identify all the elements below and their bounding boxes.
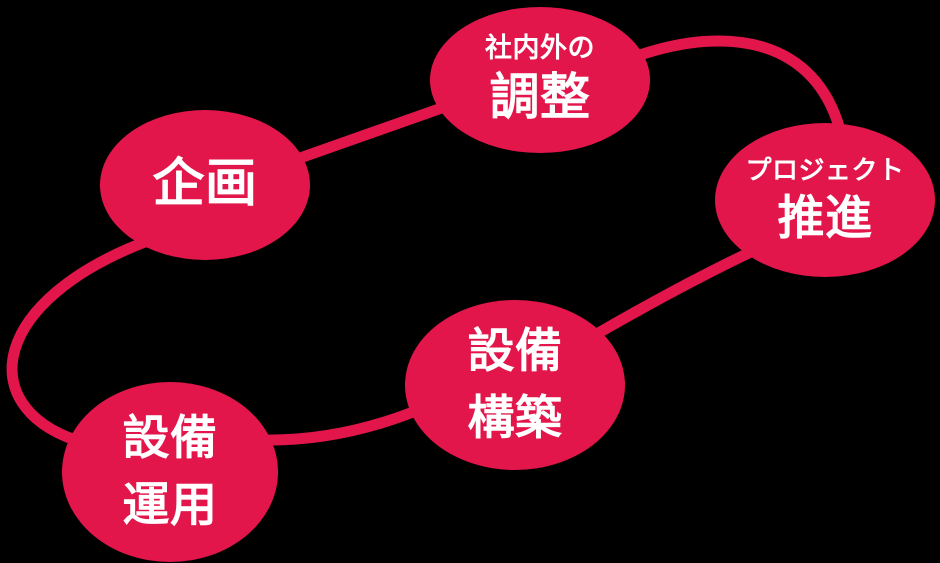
node-facility-operation-label-line1: 設備	[122, 411, 218, 465]
node-facility-construction-label-line1: 設備	[467, 324, 563, 378]
edge-coordination-to-project-promotion	[634, 35, 846, 136]
node-facility-construction: 設備 構築	[405, 300, 625, 470]
node-facility-operation-label-line2: 運用	[122, 478, 218, 531]
edge-facility-operation-to-planning	[6, 234, 156, 446]
edge-project-promotion-to-facility-construction	[589, 244, 761, 341]
node-planning: 企画	[100, 110, 310, 260]
edge-facility-construction-to-facility-operation	[254, 399, 436, 446]
node-project-promotion: プロジェクト 推進	[715, 123, 935, 277]
node-coordination: 社内外の 調整	[430, 7, 650, 153]
node-planning-label: 企画	[152, 155, 258, 214]
node-project-promotion-sublabel: プロジェクト	[745, 154, 905, 185]
node-coordination-label: 調整	[489, 69, 591, 126]
node-coordination-sublabel: 社内外の	[485, 32, 595, 63]
node-facility-construction-label-line2: 構築	[467, 391, 563, 444]
node-project-promotion-label: 推進	[777, 190, 873, 244]
node-facility-operation: 設備 運用	[62, 382, 278, 562]
